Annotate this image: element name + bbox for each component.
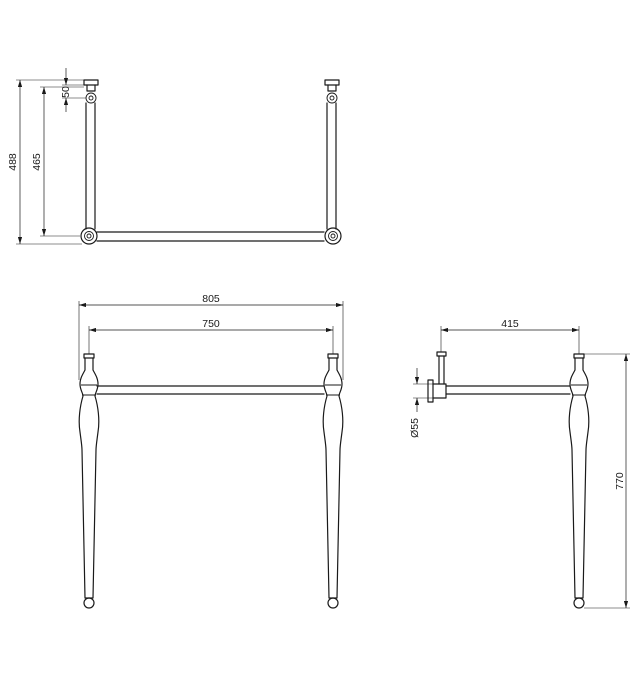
top-view-front-rail xyxy=(96,231,325,242)
top-view-left-corner xyxy=(80,227,98,245)
side-view-leg xyxy=(568,353,590,609)
dim-465: 465 xyxy=(31,86,84,237)
front-view: 805 750 xyxy=(78,293,344,609)
dim-750-label: 750 xyxy=(202,318,220,330)
dim-770: 770 xyxy=(584,353,630,609)
side-view-wall-bracket xyxy=(427,351,447,403)
dim-50-label: 50 xyxy=(60,86,72,98)
dim-415: 415 xyxy=(440,318,580,354)
top-view-right-rail xyxy=(326,102,337,230)
front-view-front-rail xyxy=(96,385,325,395)
dim-dia-55-label: Ø55 xyxy=(409,418,421,438)
dim-dia-55: Ø55 xyxy=(409,368,433,438)
dim-415-label: 415 xyxy=(501,318,519,330)
dim-770-label: 770 xyxy=(614,472,626,490)
dim-805-label: 805 xyxy=(202,293,220,305)
top-view-right-corner xyxy=(324,227,342,245)
dim-750: 750 xyxy=(88,318,334,354)
front-view-right-leg xyxy=(322,353,344,609)
side-view: 415 Ø55 770 xyxy=(409,318,630,609)
top-view-left-rail xyxy=(85,102,96,230)
top-view-right-bracket xyxy=(324,79,340,104)
top-view-left-bracket xyxy=(83,79,99,104)
dim-465-label: 465 xyxy=(31,153,43,171)
side-view-side-rail xyxy=(445,385,571,395)
dim-488-label: 488 xyxy=(7,153,19,171)
dim-50: 50 xyxy=(60,68,86,112)
dim-805: 805 xyxy=(78,293,344,380)
front-view-left-leg xyxy=(78,353,100,609)
dim-488: 488 xyxy=(7,79,84,245)
top-view: 488 465 50 xyxy=(7,68,342,245)
